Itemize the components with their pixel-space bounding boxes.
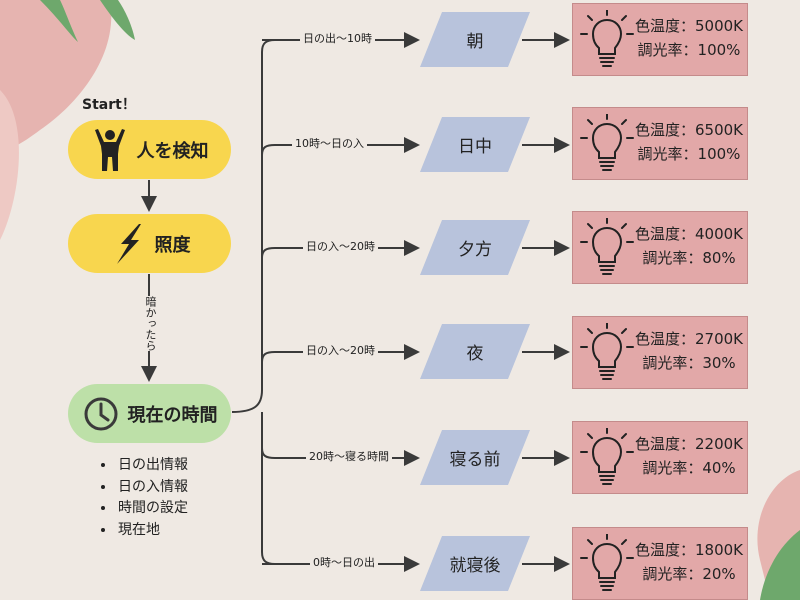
- branch-condition-6: 0時〜日の出: [310, 556, 378, 570]
- current-time-node: 現在の時間: [68, 384, 231, 443]
- color-temperature: 色温度：6500K: [634, 121, 743, 139]
- lightning-icon: [116, 223, 141, 264]
- branch-trunk: [231, 39, 276, 565]
- light-setting-4: 色温度：2700K 調光率：30%: [572, 316, 748, 389]
- green-leaf-bottom-right: [760, 530, 800, 600]
- branch-arm-4: [261, 344, 420, 363]
- branch-arm-3: [261, 240, 420, 259]
- color-temperature: 色温度：1800K: [634, 541, 743, 559]
- detect-person-node: 人を検知: [68, 120, 231, 179]
- color-temperature: 色温度：2700K: [634, 330, 743, 348]
- light-setting-3: 色温度：4000K 調光率：80%: [572, 211, 748, 284]
- start-label: Start！: [82, 97, 136, 113]
- current-time-label: 現在の時間: [127, 404, 218, 426]
- list-item: 日の出情報: [116, 455, 188, 477]
- illuminance-node: 照度: [68, 214, 231, 273]
- pink-blob-top-left: [0, 0, 112, 150]
- light-setting-2: 色温度：6500K 調光率：100%: [572, 107, 748, 180]
- dimming-rate: 調光率：40%: [642, 459, 736, 477]
- dimming-rate: 調光率：100%: [637, 41, 741, 59]
- light-setting-6: 色温度：1800K 調光率：20%: [572, 527, 748, 600]
- period-night: 夜: [420, 324, 530, 379]
- green-leaf-top-left: [40, 0, 78, 42]
- period-label: 夕方: [458, 240, 492, 260]
- color-temperature: 色温度：5000K: [634, 17, 743, 35]
- period-label: 夜: [466, 344, 484, 364]
- time-inputs-list: 日の出情報 日の入情報 時間の設定 現在地: [100, 455, 188, 541]
- branch-condition-2: 10時〜日の入: [292, 137, 367, 151]
- light-setting-1: 色温度：5000K 調光率：100%: [572, 3, 748, 76]
- list-item: 現在地: [116, 520, 188, 542]
- detect-person-label: 人を検知: [136, 140, 209, 162]
- illuminance-label: 照度: [154, 234, 191, 256]
- dimming-rate: 調光率：80%: [642, 249, 736, 267]
- period-before-bed: 寝る前: [420, 430, 530, 485]
- dimming-rate: 調光率：100%: [637, 145, 741, 163]
- branch-arm-2: [261, 137, 420, 156]
- light-setting-5: 色温度：2200K 調光率：40%: [572, 421, 748, 494]
- light-bulb-icon: [580, 218, 634, 275]
- dimming-rate: 調光率：20%: [642, 565, 736, 583]
- if-dark-label: 暗かったら: [141, 296, 159, 351]
- person-icon: [94, 128, 125, 171]
- light-bulb-icon: [580, 114, 634, 171]
- light-bulb-icon: [580, 323, 634, 380]
- period-label: 朝: [466, 32, 484, 52]
- period-label: 就寝後: [449, 556, 501, 576]
- dimming-rate: 調光率：30%: [642, 354, 736, 372]
- clock-icon: [84, 397, 117, 430]
- green-leaf-top: [100, 0, 135, 40]
- branch-arm-5: [261, 447, 420, 466]
- period-label: 日中: [458, 137, 492, 157]
- period-morning: 朝: [420, 12, 530, 67]
- color-temperature: 色温度：4000K: [634, 225, 743, 243]
- light-bulb-icon: [580, 534, 634, 591]
- branch-condition-5: 20時〜寝る時間: [306, 450, 392, 464]
- period-evening: 夕方: [420, 220, 530, 275]
- light-bulb-icon: [580, 10, 634, 67]
- period-daytime: 日中: [420, 117, 530, 172]
- branch-condition-1: 日の出〜10時: [300, 32, 375, 46]
- period-after-sleep: 就寝後: [420, 536, 530, 591]
- branch-condition-3: 日の入〜20時: [303, 240, 378, 254]
- list-item: 日の入情報: [116, 477, 188, 499]
- light-bulb-icon: [580, 428, 634, 485]
- color-temperature: 色温度：2200K: [634, 435, 743, 453]
- branch-condition-4: 日の入〜20時: [303, 344, 378, 358]
- period-label: 寝る前: [449, 450, 501, 470]
- light-pink-blob-left: [0, 90, 19, 240]
- list-item: 時間の設定: [116, 498, 188, 520]
